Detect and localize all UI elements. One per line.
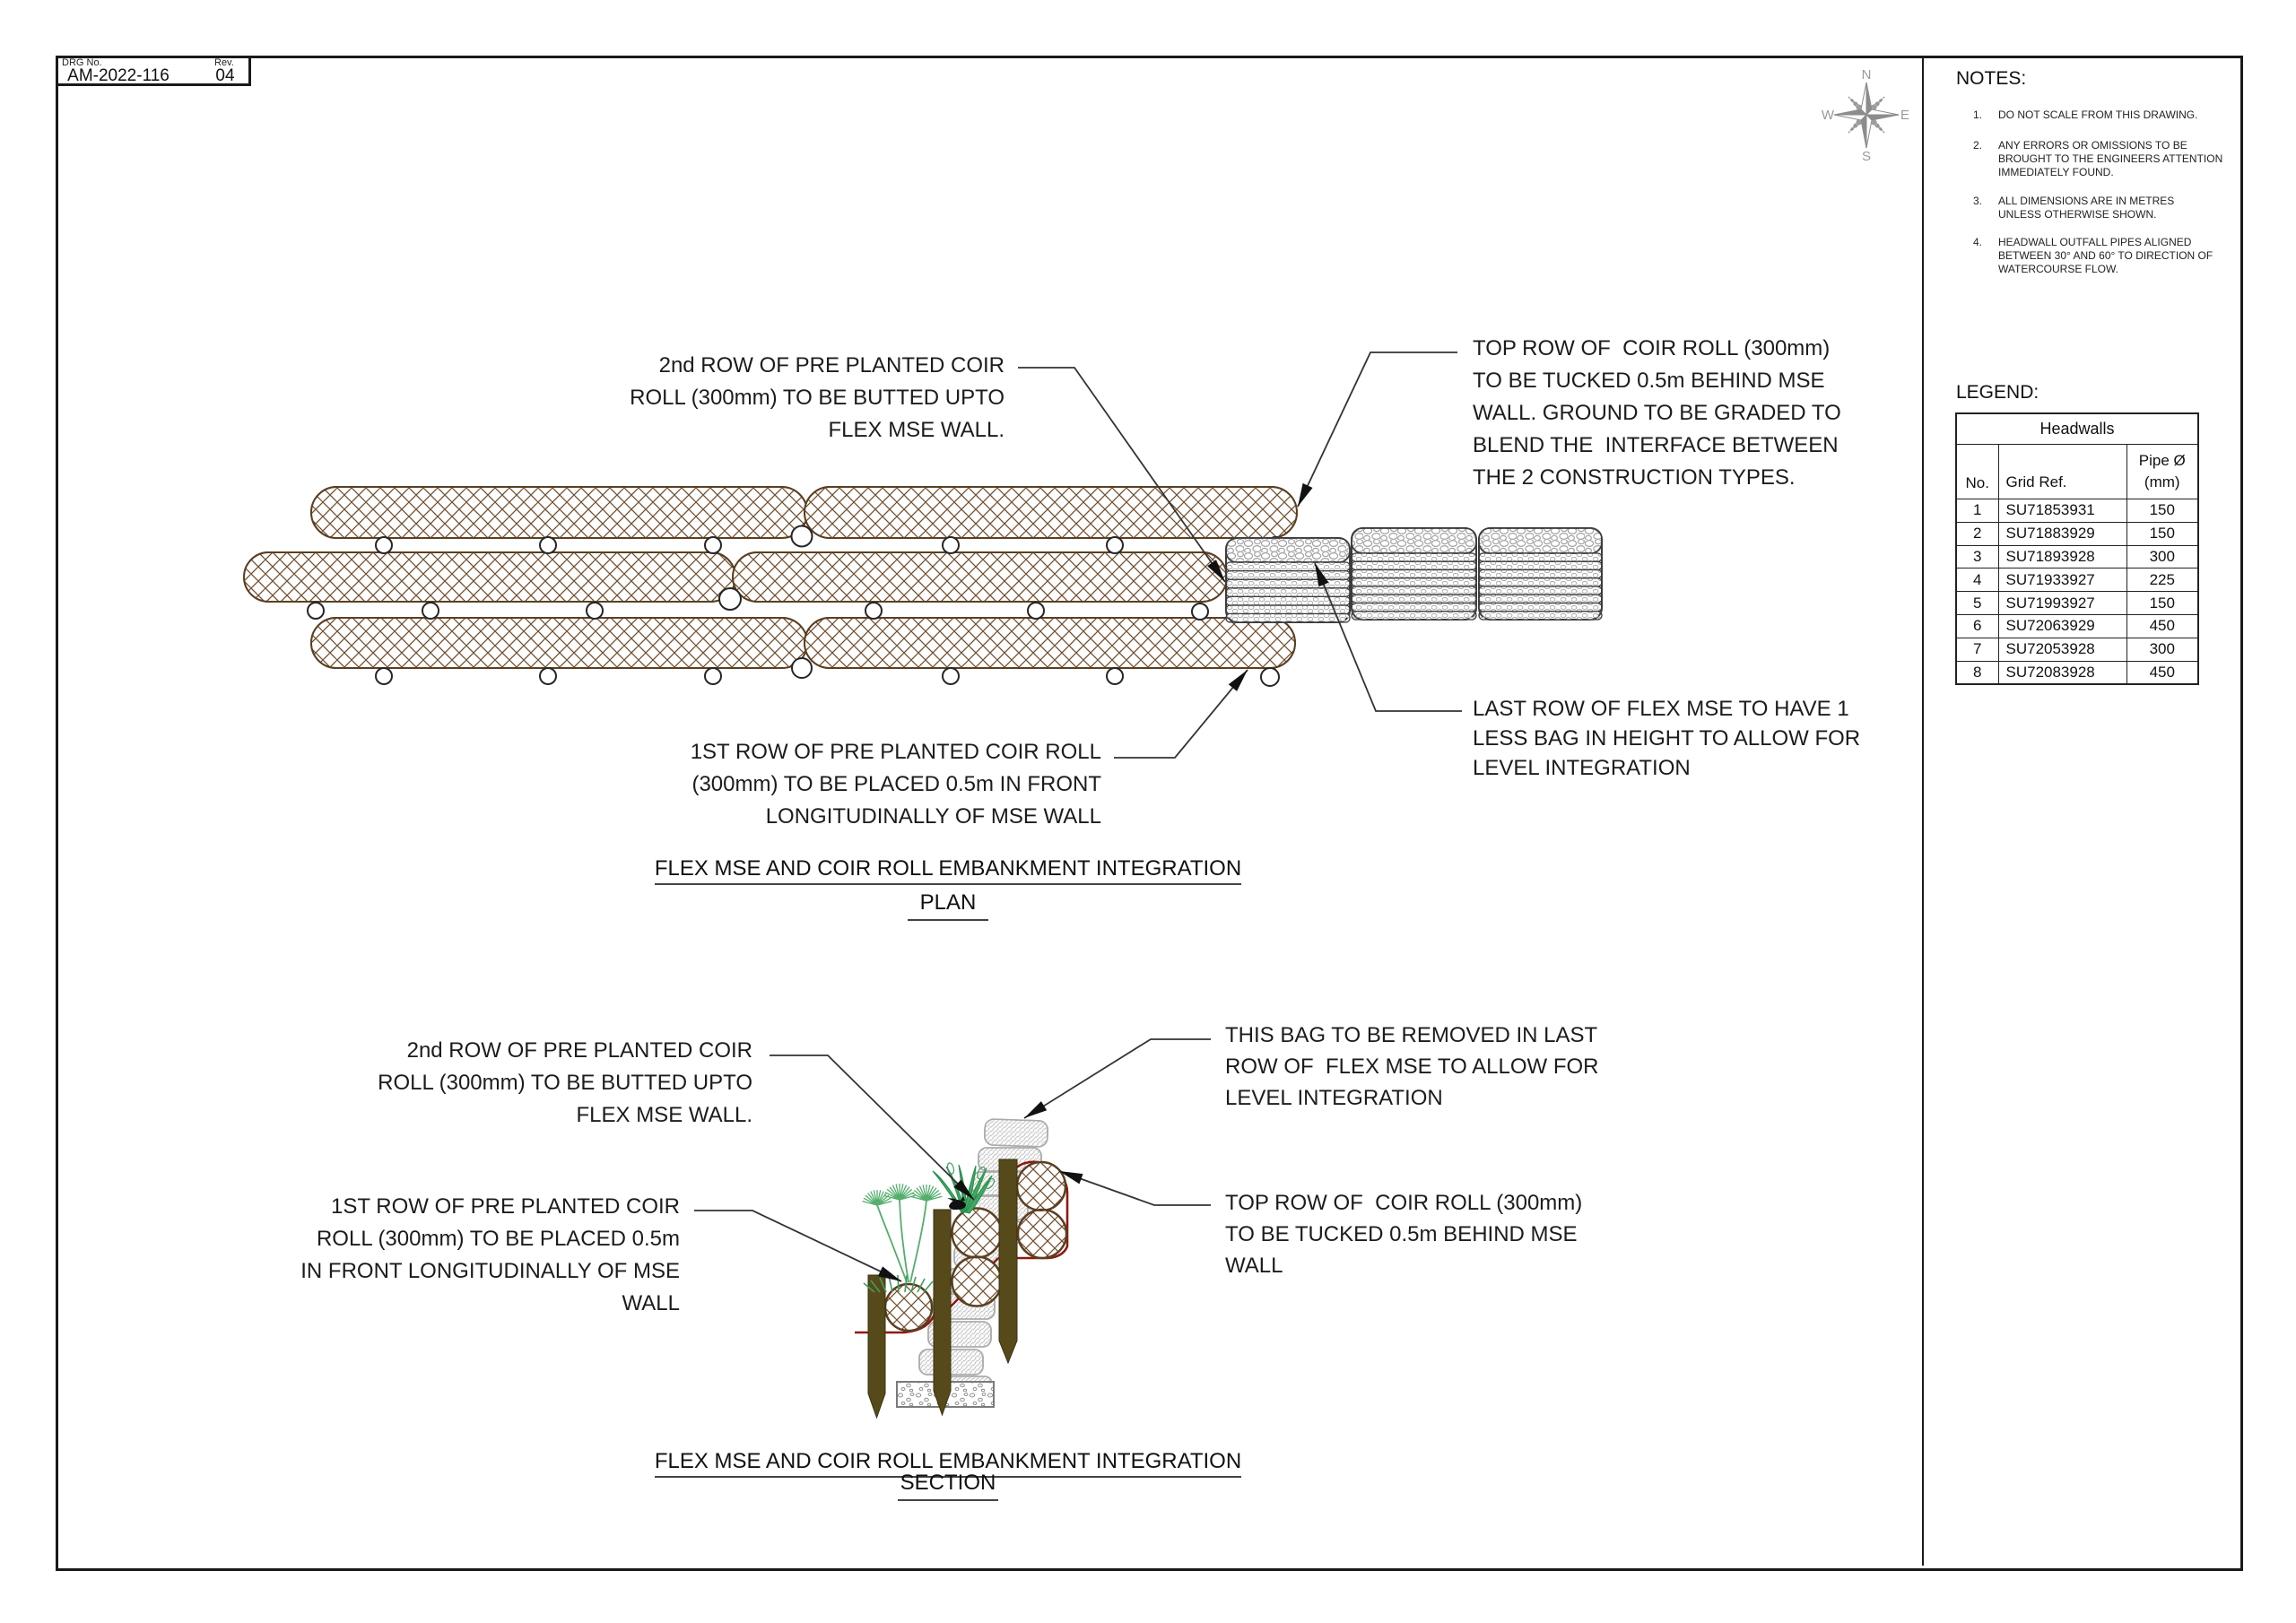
svg-text:W: W (1822, 108, 1835, 123)
svg-text:E: E (1900, 108, 1909, 123)
svg-text:N: N (1862, 67, 1872, 82)
svg-text:S: S (1862, 149, 1871, 164)
